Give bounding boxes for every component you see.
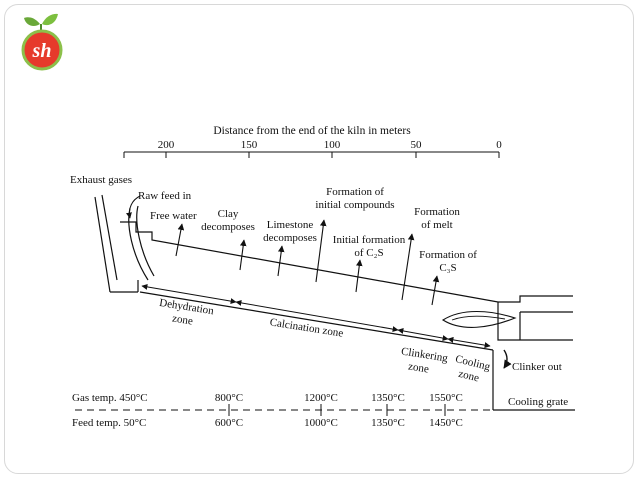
- reaction-arrow: [431, 275, 440, 306]
- label-free-water: Free water: [150, 210, 197, 222]
- feed-temp-label: Feed temp. 50°C: [72, 417, 146, 429]
- raw-feed-arrow: [126, 195, 141, 219]
- label-initial-compounds: Formation of: [326, 186, 384, 198]
- reaction-arrow: [355, 259, 363, 293]
- gas-temp-value: 800°C: [215, 392, 243, 404]
- zone-label-clinkering: Clinkering: [400, 345, 449, 364]
- gas-temp-label: Gas temp. 450°C: [72, 392, 148, 404]
- zone-label-clinkering: zone: [407, 360, 430, 375]
- reaction-arrow: [277, 245, 285, 277]
- zone-arrow-clinkering: [397, 328, 449, 341]
- reaction-arrow: [239, 239, 247, 271]
- label-limestone: Limestone: [267, 219, 314, 231]
- label-c2s: of C₂S: [354, 247, 383, 259]
- label-initial-compounds: initial compounds: [315, 199, 394, 211]
- zone-label-cooling: zone: [457, 368, 480, 385]
- label-clay: Clay: [218, 208, 239, 220]
- label-c3s: C₃S: [439, 262, 456, 274]
- leaf-icon: [42, 13, 58, 26]
- zone-label-dehydration: zone: [171, 312, 194, 327]
- slide-frame: [4, 4, 634, 474]
- axis-title: Distance from the end of the kiln in met…: [213, 125, 411, 137]
- label-cooling-grate: Cooling grate: [508, 396, 568, 408]
- feed-temp-value: 1350°C: [371, 417, 405, 429]
- label-melt: of melt: [421, 219, 452, 231]
- axis-tick-label: 200: [158, 139, 175, 151]
- label-clinker-out: Clinker out: [512, 361, 562, 373]
- clinker-out-arrow: [503, 349, 512, 369]
- zone-arrow-calcination: [235, 299, 399, 333]
- feed-temp-value: 1450°C: [429, 417, 463, 429]
- logo-circle: [21, 29, 63, 71]
- zone-arrow-cooling: [447, 336, 491, 349]
- label-exhaust-gases: Exhaust gases: [70, 174, 132, 186]
- label-c3s: Formation of: [419, 249, 477, 261]
- reaction-arrow: [401, 233, 415, 301]
- feed-temp-value: 1000°C: [304, 417, 338, 429]
- label-clay: decomposes: [201, 221, 255, 233]
- label-limestone: decomposes: [263, 232, 317, 244]
- gas-temp-value: 1350°C: [371, 392, 405, 404]
- feed-temp-value: 600°C: [215, 417, 243, 429]
- label-melt: Formation: [414, 206, 460, 218]
- axis-tick-label: 100: [324, 139, 341, 151]
- axis-tick-label: 150: [241, 139, 258, 151]
- leaf-icon: [24, 17, 40, 26]
- label-raw-feed: Raw feed in: [138, 190, 192, 202]
- label-c2s: Initial formation: [333, 234, 406, 246]
- axis-tick-label: 50: [411, 139, 423, 151]
- axis-tick-label: 0: [496, 139, 502, 151]
- flame-icon: [441, 311, 517, 328]
- gas-temp-value: 1200°C: [304, 392, 338, 404]
- gas-temp-value: 1550°C: [429, 392, 463, 404]
- logo: sh: [21, 13, 63, 71]
- logo-text: sh: [32, 40, 52, 62]
- reaction-arrow: [175, 223, 185, 257]
- zone-arrow-dehydration: [141, 283, 237, 305]
- reaction-arrow: [315, 219, 327, 283]
